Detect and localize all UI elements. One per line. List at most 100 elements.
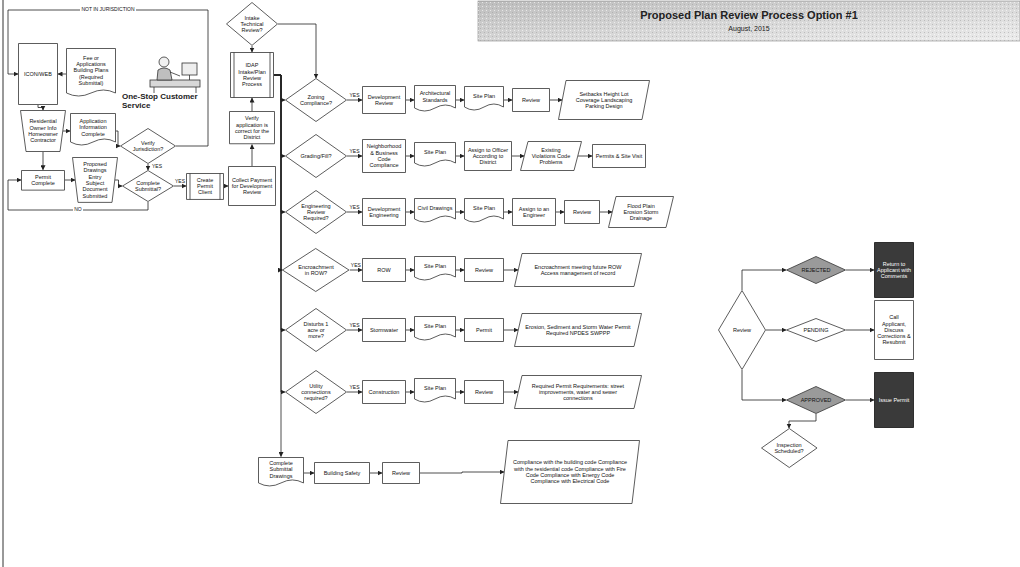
node-text-block: Create Permit Client (192, 177, 218, 196)
document-shape-border (415, 143, 456, 167)
document-shape-border (259, 457, 304, 485)
node-text-block: Flood Plain Erosion Storm Drainage (619, 203, 663, 222)
person-arm (170, 72, 180, 76)
process-box: Development Review (362, 86, 406, 114)
document-shape-border (465, 199, 504, 223)
document-shape: Site Plan (464, 86, 504, 114)
decision-diamond: REJECTED (786, 256, 846, 284)
decision-diamond-border (286, 135, 347, 178)
manual-input-shape-border (73, 158, 118, 203)
process-side-bar (234, 53, 235, 98)
flow-connector (274, 75, 285, 156)
process-box-border (363, 259, 406, 282)
node-text-block: Assign to Officer According to District (467, 147, 509, 166)
flow-connector (115, 180, 122, 186)
process-box-border (565, 201, 600, 224)
flow-connector (456, 392, 464, 393)
node-label: Encroachment meeting future ROW Access m… (525, 264, 631, 277)
document-shape: Site Plan (414, 142, 456, 170)
predefined-process-box: Create Permit Client (186, 173, 224, 200)
process-box-border (513, 199, 556, 226)
node-label: Flood Plain Erosion Storm Drainage (619, 203, 663, 222)
node-text-block: Verify application is correct for the Di… (232, 115, 272, 140)
flow-connector (406, 392, 414, 393)
document-shape-outline (414, 142, 456, 170)
decision-diamond-border (227, 3, 278, 46)
node-label: Complete Submittal Drawings (261, 460, 301, 479)
node-text-block: Review (515, 97, 547, 103)
node-text-block: Collect Payment for Development Review (231, 177, 273, 196)
decision-diamond-border (787, 319, 846, 342)
process-box: Neighborhood & Business Code Compliance (362, 139, 406, 173)
node-text-block: Call Applicant, Discuss Corrections & Re… (877, 314, 911, 346)
node-text-block: Permit Complete (24, 174, 62, 187)
document-shape: Site Plan (414, 316, 456, 344)
title-band-texture (478, 1, 1020, 41)
node-text-block: Review (729, 327, 755, 333)
node-text-block: Encroachment in ROW? (297, 264, 334, 277)
node-label: Stormwater (365, 327, 403, 333)
node-label: Issue Permit (877, 397, 911, 403)
process-box: Review (464, 380, 504, 404)
flow-connector (38, 105, 43, 110)
data-parallelogram: Flood Plain Erosion Storm Drainage (608, 196, 674, 228)
process-box: Permit (464, 318, 504, 342)
node-text-block: Setbacks Height Lot Coverage Landscaping… (569, 91, 639, 110)
node-label: Site Plan (467, 205, 501, 211)
process-box-border (363, 140, 406, 173)
node-label: Residential Owner Info Homeowner Contrac… (27, 118, 59, 143)
document-shape-border (415, 199, 456, 223)
decision-diamond: Engineering Review Required? (285, 190, 347, 234)
process-box: Review (564, 200, 600, 224)
decision-diamond: APPROVED (786, 386, 846, 414)
process-box: Review (382, 462, 420, 484)
document-shape-border (415, 379, 456, 403)
decision-diamond: Grading/Fill? (285, 134, 347, 178)
decision-diamond-border (719, 291, 766, 370)
flow-connector (174, 186, 186, 187)
predefined-process-box-border (231, 53, 274, 98)
data-parallelogram-border (501, 441, 640, 504)
decision-diamond: Zoning Compliance? (285, 78, 347, 122)
flow-connector (456, 100, 464, 101)
node-label: Site Plan (417, 263, 453, 269)
decision-diamond: Complete Submittal? (122, 170, 174, 202)
flow-connector (456, 212, 464, 213)
flow-connector (456, 330, 464, 331)
node-label: Neighborhood & Business Code Compliance (365, 143, 403, 168)
document-shape-border (415, 86, 456, 112)
document-shape: Site Plan (414, 256, 456, 284)
document-shape: Site Plan (464, 198, 504, 226)
node-label: ICON/WEB (21, 71, 55, 77)
document-shape: Civil Drawings (414, 198, 456, 226)
process-box: Return to Applicant with Comments (874, 242, 914, 298)
flow-connector (148, 164, 149, 170)
document-shape: Site Plan (414, 378, 456, 406)
flow-connector (8, 10, 208, 146)
decision-diamond: Review (718, 290, 766, 370)
node-text-block: Complete Submittal? (134, 180, 163, 193)
node-text-block: Encroachment meeting future ROW Access m… (525, 264, 631, 277)
process-box: Call Applicant, Discuss Corrections & Re… (874, 300, 914, 360)
node-label: IDAP Intake/Plan Review Process (236, 62, 268, 87)
node-label: REJECTED (800, 267, 833, 273)
edge-label: NOT IN JURISDICTION (80, 7, 135, 13)
document-shape: Application Information Complete (70, 113, 116, 149)
node-label: Architectural Standards (417, 90, 453, 103)
process-box: Stormwater (362, 318, 406, 342)
person-body (157, 68, 172, 80)
flow-connector (504, 392, 518, 393)
process-box: Assign to an Engineer (512, 198, 556, 226)
flow-connector (347, 156, 362, 157)
diagram-title: Proposed Plan Review Process Option #1 (478, 9, 1020, 21)
node-text-block: Disturbs 1 acre or more? (299, 321, 333, 340)
process-box: Review (464, 258, 504, 282)
manual-input-shape: Residential Owner Info Homeowner Contrac… (20, 110, 66, 152)
flow-connector (742, 270, 786, 290)
flow-connector (347, 100, 362, 101)
process-box: Issue Permit (874, 372, 914, 428)
process-box-border (229, 167, 276, 206)
node-text-block: Review (467, 267, 501, 273)
edge-label: YES (350, 263, 362, 269)
node-label: Utility connections required? (299, 383, 333, 402)
